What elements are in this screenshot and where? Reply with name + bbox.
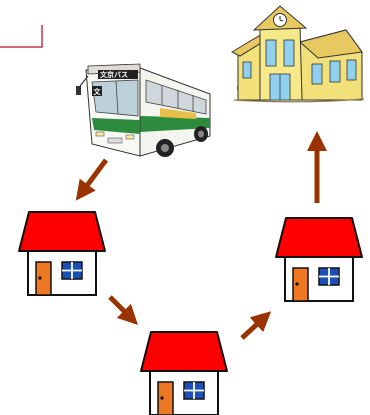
bus-icon: 文京バス 文 (76, 64, 210, 157)
bus-destination-sign: 文京バス (100, 70, 128, 79)
school-building-icon (232, 6, 364, 102)
bus-route-plate: 文 (94, 87, 102, 96)
arrow-house-2-to-house-3 (242, 316, 266, 338)
arrow-bus-to-house-1 (80, 160, 106, 195)
arrow-house-1-to-house-2 (110, 297, 133, 320)
house-1-icon (19, 212, 105, 295)
house-2-icon (141, 332, 227, 415)
corner-mark (0, 25, 42, 47)
house-3-icon (276, 218, 362, 301)
